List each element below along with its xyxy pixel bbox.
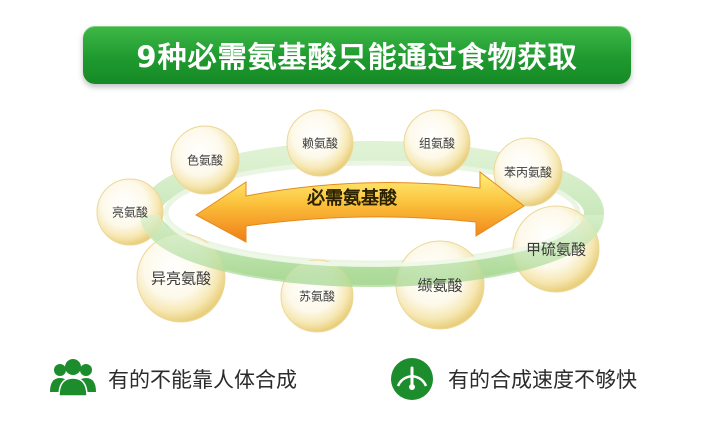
bubble-tryptophan (170, 125, 240, 195)
legend-text: 有的合成速度不够快 (448, 368, 637, 392)
legend-item-not-synthesized: 有的不能靠人体合成 (48, 356, 297, 402)
amino-acid-label: 缬氨酸 (417, 276, 463, 295)
people-group-icon (50, 359, 96, 397)
speedometer-icon (391, 358, 433, 400)
amino-acid-label: 色氨酸 (186, 153, 224, 168)
ring-front (140, 214, 604, 287)
legend-item-slow-synthesis: 有的合成速度不够快 (388, 356, 637, 402)
amino-acid-label: 甲硫氨酸 (525, 240, 587, 259)
amino-acid-label: 苏氨酸 (298, 289, 336, 304)
amino-acid-label: 异亮氨酸 (150, 269, 212, 288)
amino-acid-label: 亮氨酸 (111, 205, 149, 220)
double-arrow (195, 170, 525, 243)
amino-acid-label: 苯丙氨酸 (503, 165, 553, 180)
title-banner: 9种必需氨基酸只能通过食物获取 (83, 26, 631, 84)
amino-acid-label: 赖氨酸 (301, 136, 339, 151)
bubble-phenylalanine (493, 137, 563, 207)
center-label: 必需氨基酸 (307, 188, 397, 209)
bubble-lysine (286, 109, 354, 177)
page-title: 9种必需氨基酸只能通过食物获取 (136, 40, 578, 74)
amino-acid-label: 组氨酸 (418, 136, 456, 151)
bubble-histidine (403, 109, 471, 177)
ring-front-highlight (164, 214, 580, 267)
legend-text: 有的不能靠人体合成 (108, 368, 297, 392)
